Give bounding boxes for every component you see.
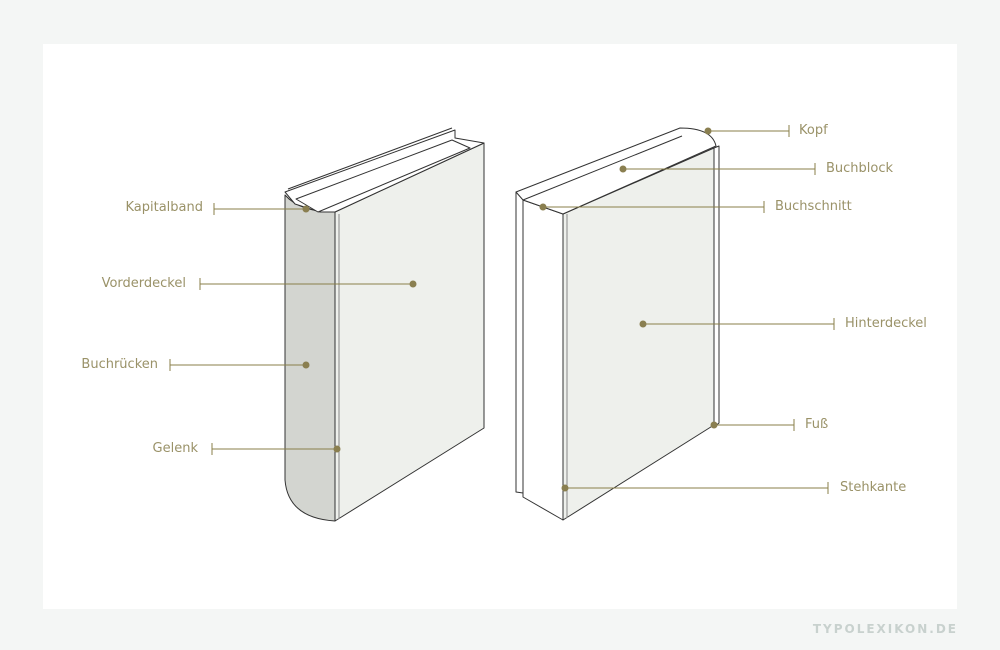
label-buchruecken: Buchrücken	[81, 357, 158, 372]
footer-watermark: TYPOLEXIKON.DE	[812, 622, 958, 636]
fore-edge	[522, 199, 564, 521]
right-spine-strip	[713, 145, 720, 428]
label-kopf: Kopf	[799, 123, 828, 138]
diagram-panel	[43, 44, 957, 609]
top	[515, 127, 717, 215]
top-textblock	[295, 139, 471, 213]
spine	[284, 194, 336, 522]
label-gelenk: Gelenk	[152, 441, 198, 456]
label-kapitalband: Kapitalband	[125, 200, 203, 215]
label-vorderdeckel: Vorderdeckel	[101, 276, 186, 291]
back-board	[515, 191, 524, 494]
label-hinterdeckel: Hinterdeckel	[845, 316, 927, 331]
label-buchschnitt: Buchschnitt	[775, 199, 852, 214]
right-book	[515, 127, 720, 521]
label-buchblock: Buchblock	[826, 161, 894, 176]
label-fuss: Fuß	[805, 417, 829, 432]
left-book	[284, 127, 485, 522]
leader-lines	[169, 125, 835, 494]
label-stehkante: Stehkante	[840, 480, 907, 495]
